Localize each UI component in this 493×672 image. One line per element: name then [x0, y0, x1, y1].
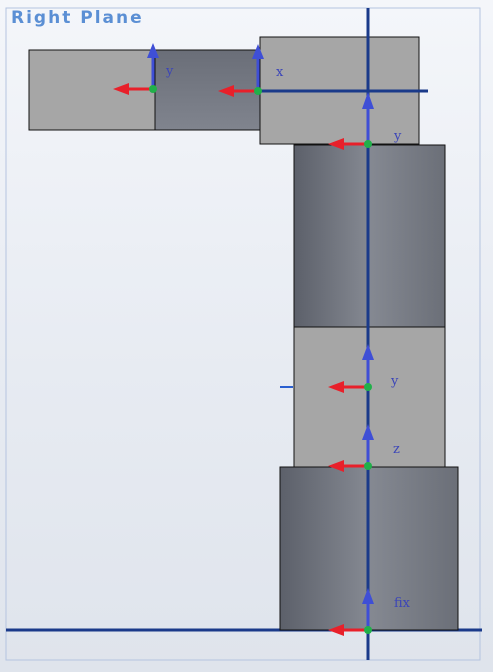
arrowhead-left-icon [328, 624, 344, 636]
frame-fix[interactable]: fix [328, 588, 411, 636]
frame-origin-dot [364, 462, 372, 470]
frame-y-top[interactable]: y [328, 92, 402, 150]
frame-origin-dot [254, 87, 262, 95]
frame-y-mid[interactable]: y [328, 344, 399, 393]
frame-origin-dot [364, 383, 372, 391]
arrowhead-up-icon [362, 588, 374, 604]
view-plane-title: Right Plane [11, 8, 144, 28]
frame-label: fix [394, 596, 411, 611]
arrowhead-left-icon [328, 138, 344, 150]
arrowhead-left-icon [328, 381, 344, 393]
arrowhead-left-icon [218, 85, 234, 97]
frame-y-arm-left[interactable]: y [113, 43, 174, 95]
arrowhead-left-icon [113, 83, 129, 95]
arrowhead-up-icon [362, 92, 374, 109]
frame-label: x [276, 65, 284, 80]
frame-label: z [393, 442, 400, 457]
arrowhead-up-icon [362, 344, 374, 360]
frame-z[interactable]: z [328, 424, 400, 472]
arrowhead-up-icon [252, 44, 264, 59]
frame-origin-dot [149, 85, 157, 93]
frame-label: y [165, 64, 174, 79]
frame-origin-dot [364, 626, 372, 634]
arrowhead-left-icon [328, 460, 344, 472]
view-border [5, 7, 481, 661]
frame-x-arm[interactable]: x [218, 44, 284, 97]
frame-origin-dot [364, 140, 372, 148]
frame-label: y [393, 129, 402, 144]
arrowhead-up-icon [362, 424, 374, 440]
arrowhead-up-icon [147, 43, 159, 58]
frame-label: y [390, 374, 399, 389]
